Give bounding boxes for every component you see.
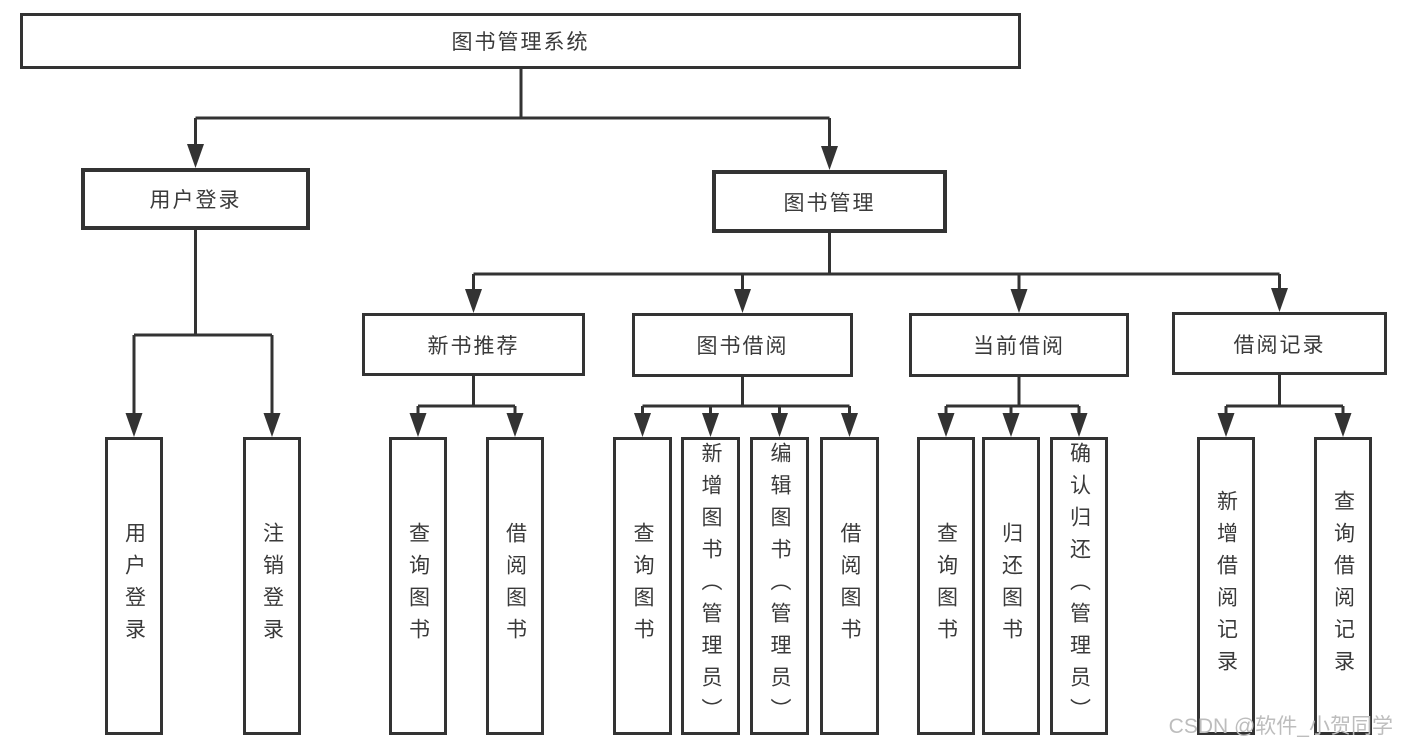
leaf-current-return-books: 归还图书 bbox=[982, 437, 1040, 735]
leaf-records-add-record: 新增借阅记录 bbox=[1197, 437, 1255, 735]
node-new-book-recommend: 新书推荐 bbox=[362, 313, 585, 376]
leaf-user-login: 用户登录 bbox=[105, 437, 163, 735]
leaf-records-query-record: 查询借阅记录 bbox=[1314, 437, 1372, 735]
node-user-login: 用户登录 bbox=[81, 168, 310, 230]
node-book-borrow: 图书借阅 bbox=[632, 313, 853, 377]
leaf-borrow-query-books: 查询图书 bbox=[613, 437, 672, 735]
node-library-system: 图书管理系统 bbox=[20, 13, 1021, 69]
node-borrow-records: 借阅记录 bbox=[1172, 312, 1387, 375]
node-book-management: 图书管理 bbox=[712, 170, 947, 233]
leaf-borrow-add-books-admin: 新增图书（管理员） bbox=[681, 437, 740, 735]
leaf-borrow-edit-books-admin: 编辑图书（管理员） bbox=[750, 437, 809, 735]
leaf-borrow-borrow-books: 借阅图书 bbox=[820, 437, 879, 735]
arrowheads bbox=[125, 144, 1352, 437]
node-current-borrow: 当前借阅 bbox=[909, 313, 1129, 377]
leaf-logout: 注销登录 bbox=[243, 437, 301, 735]
leaf-recommend-query-books: 查询图书 bbox=[389, 437, 447, 735]
leaf-recommend-borrow-books: 借阅图书 bbox=[486, 437, 544, 735]
leaf-current-query-books: 查询图书 bbox=[917, 437, 975, 735]
csdn-watermark: CSDN @软件_小贺同学 bbox=[1168, 715, 1393, 738]
leaf-current-confirm-return-admin: 确认归还（管理员） bbox=[1050, 437, 1108, 735]
